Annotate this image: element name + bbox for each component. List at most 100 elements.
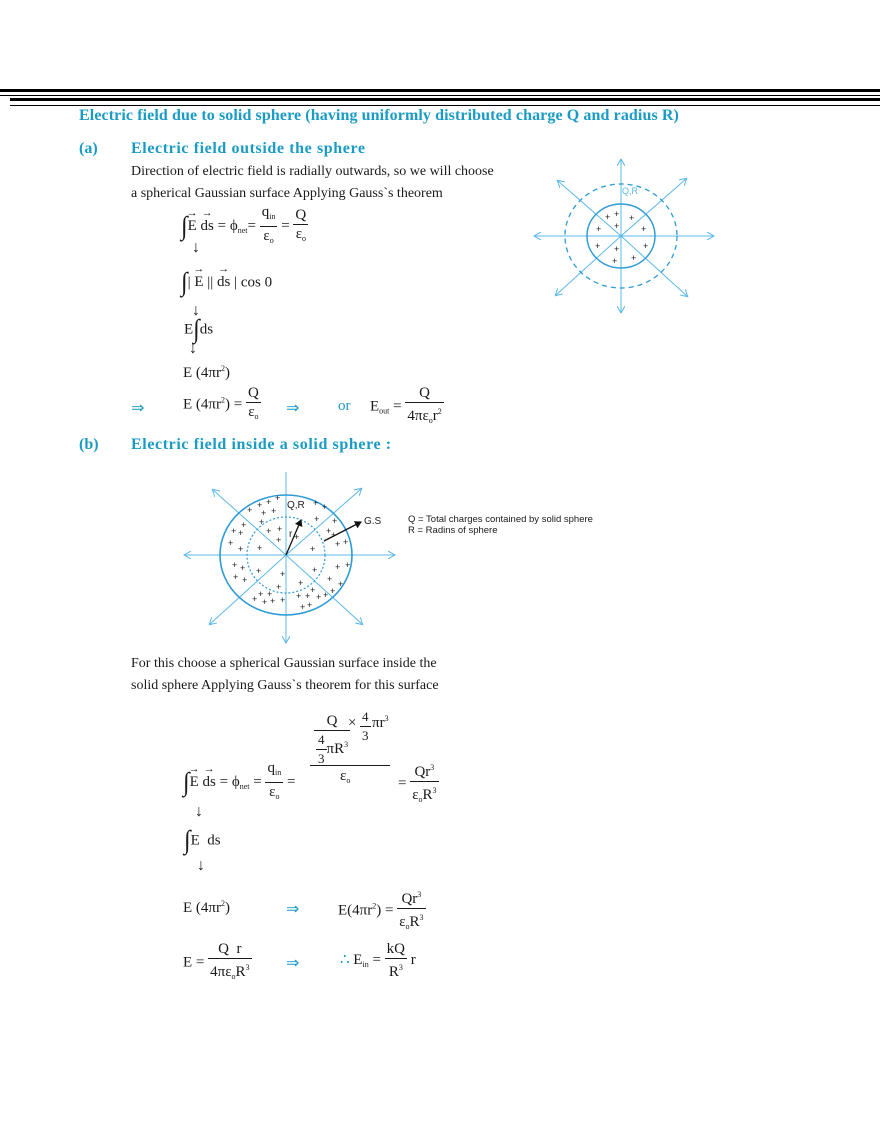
integral-symbol: ∫ — [183, 768, 190, 797]
svg-text:+: + — [296, 591, 301, 601]
header-rule-thick-1 — [0, 89, 880, 92]
svg-text:+: + — [271, 506, 276, 516]
svg-text:+: + — [338, 579, 343, 589]
svg-text:+: + — [643, 241, 648, 251]
svg-text:+: + — [343, 537, 348, 547]
svg-text:+: + — [232, 560, 237, 570]
equation-gauss-outside: ∫E ds = ϕnet= qin εo = Q εo — [181, 203, 309, 250]
numerator: Q — [314, 712, 351, 731]
svg-text:+: + — [231, 526, 236, 536]
svg-text:+: + — [310, 585, 315, 595]
vector-E: E — [194, 274, 203, 291]
diagram-label-r: r — [289, 529, 293, 540]
r-symbol: r — [410, 951, 416, 968]
equation-magnitude: ∫| E || ds | cos 0 — [181, 270, 272, 296]
abs-bar: | — [187, 274, 191, 291]
vector-ds: ds — [203, 774, 216, 791]
caption-line: R = Radins of sphere — [408, 525, 498, 536]
equation-E-out: Eout = Q 4πεor2 — [370, 384, 444, 430]
or-text: or — [338, 398, 351, 414]
svg-text:+: + — [335, 539, 340, 549]
denominator: ε — [340, 768, 347, 784]
fraction-kQ-R3: kQ R3 — [384, 940, 408, 981]
arrow-down-icon: ↓ — [192, 302, 200, 319]
denominator: ε — [269, 784, 276, 800]
numerator: Qr — [401, 891, 418, 907]
numerator: Q — [405, 384, 444, 403]
equation-E-4pir2-rhs: E(4πr2) = Qr3 εoR3 — [338, 886, 426, 936]
svg-text:+: + — [258, 589, 263, 599]
fraction-Qr3: Qr3 εoR3 — [397, 886, 426, 936]
R: R — [422, 787, 433, 803]
paragraph-line: solid sphere Applying Gauss`s theorem fo… — [131, 678, 439, 693]
svg-text:+: + — [313, 498, 318, 508]
therefore-icon: ∴ — [340, 951, 350, 968]
arrow-down-icon: ↓ — [197, 857, 205, 874]
svg-text:+: + — [294, 532, 299, 542]
svg-text:+: + — [275, 493, 280, 503]
equation-gauss-inside: ∫E ds = ϕnet = qin εo = — [183, 759, 295, 806]
equation-int-E-ds: ∫E ds — [184, 828, 221, 854]
equals: = — [247, 217, 256, 234]
integral-symbol: ∫ — [193, 315, 200, 345]
svg-text:+: + — [256, 566, 261, 576]
svg-text:+: + — [233, 572, 238, 582]
section-b-paragraph: For this choose a spherical Gaussian sur… — [131, 653, 439, 697]
svg-text:+: + — [300, 602, 305, 612]
page-title: Electric field due to solid sphere (havi… — [79, 107, 679, 124]
denominator: ε — [248, 404, 255, 420]
denominator-subscript: o — [302, 233, 306, 243]
section-a-paragraph: Direction of electric field is radially … — [131, 161, 494, 205]
pir: πr — [372, 715, 385, 731]
paren: ) — [224, 365, 230, 381]
superscript: 2 — [220, 395, 225, 405]
svg-text:+: + — [314, 514, 319, 524]
arrow-down-icon: ↓ — [192, 239, 200, 256]
numerator: Qr — [414, 764, 431, 780]
vector-ds: ds — [217, 274, 230, 291]
svg-text:+: + — [614, 209, 619, 219]
superscript: 3 — [384, 714, 389, 723]
svg-text:+: + — [247, 505, 252, 515]
arrow-down-icon: ↓ — [195, 803, 203, 820]
R: R — [409, 914, 420, 930]
subscript: o — [418, 795, 423, 804]
fraction-Q-eps: Q εo — [245, 384, 261, 426]
svg-text:+: + — [326, 526, 331, 536]
section-a-title: Electric field outside the sphere — [131, 140, 366, 157]
implies-icon: ⇒ — [286, 955, 300, 972]
subscript: o — [254, 412, 259, 421]
header-rule-thin-2 — [10, 105, 880, 106]
svg-text:+: + — [261, 508, 266, 518]
paragraph-line: Direction of electric field is radially … — [131, 164, 494, 179]
denominator: 3 — [362, 728, 369, 743]
superscript: 2 — [220, 899, 225, 908]
subscript: in — [274, 768, 282, 777]
svg-text:+: + — [327, 574, 332, 584]
svg-text:+: + — [241, 520, 246, 530]
R: R — [235, 964, 246, 980]
numerator: 4 — [360, 708, 371, 727]
subscript: o — [275, 792, 280, 801]
rhs: E(4πr — [338, 902, 373, 919]
denominator-subscript: o — [269, 236, 274, 245]
subscript: out — [379, 406, 390, 416]
numerator: Q — [245, 385, 261, 403]
vector-E: E — [190, 774, 199, 791]
ds: ds — [199, 321, 214, 338]
E-symbol: E — [353, 951, 363, 968]
equals: = — [219, 773, 229, 790]
denominator: 3 — [318, 751, 325, 766]
paren: ) — [224, 900, 230, 916]
superscript: 2 — [220, 364, 225, 373]
equation-result: = Qr3 εoR3 — [398, 759, 439, 809]
svg-text:+: + — [605, 212, 610, 222]
fraction-qin-eps: qin εo — [265, 759, 284, 806]
equation-E-4pir2: E (4πr2) — [183, 364, 230, 382]
svg-text:+: + — [614, 244, 619, 254]
equation-E-in: ∴ Ein = kQ R3 r — [340, 940, 416, 981]
equals: = — [253, 773, 262, 790]
